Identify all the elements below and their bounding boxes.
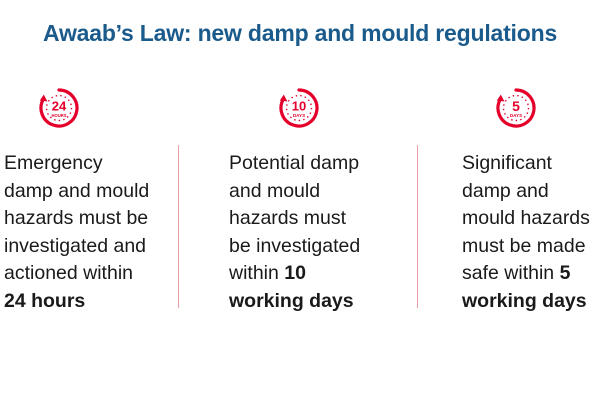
text-line: Emergency <box>4 152 103 174</box>
text-line: investigated and <box>4 234 147 257</box>
column-divider <box>178 145 179 308</box>
text-line: Potential damp <box>229 152 360 174</box>
text-line: damp and mould <box>4 179 150 202</box>
deadline-bold-line: working days <box>229 289 354 312</box>
column-text: Significant damp and mould hazards must … <box>462 150 590 315</box>
deadline-bold: 24 hours <box>4 289 86 312</box>
text-line: actioned within <box>4 262 133 284</box>
calendar-5-days-icon: 5 DAYS <box>494 86 538 130</box>
icon-number: 24 <box>52 99 67 114</box>
clock-24-hours-icon: 24 HOURS <box>37 86 81 130</box>
icon-unit: DAYS <box>510 113 522 118</box>
text-line: and mould <box>229 179 321 202</box>
text-line: hazards must be <box>4 207 149 229</box>
deadline-bold: 10 <box>284 262 306 284</box>
column-text: Emergency damp and mould hazards must be… <box>4 150 149 315</box>
text-line: safe within 5 <box>462 260 590 288</box>
page-title: Awaab’s Law: new damp and mould regulati… <box>42 20 558 46</box>
text-line: within 10 <box>229 260 360 288</box>
column-divider <box>417 145 418 308</box>
text-line: Significant <box>462 152 552 174</box>
deadline-regular: within <box>229 262 285 284</box>
icon-number: 10 <box>292 99 306 114</box>
text-line: mould hazards <box>462 207 590 229</box>
column-text: Potential damp and mould hazards must be… <box>229 150 360 315</box>
text-line: hazards must <box>229 207 347 229</box>
calendar-10-days-icon: 10 DAYS <box>277 86 321 130</box>
deadline-regular: safe within <box>462 262 560 284</box>
icon-unit: DAYS <box>293 113 305 118</box>
deadline-bold: 5 <box>559 262 571 284</box>
icon-number: 5 <box>512 98 520 114</box>
text-line: be investigated <box>229 234 361 257</box>
deadline-bold-line: working days <box>462 289 587 312</box>
text-line: damp and <box>462 179 549 202</box>
text-line: must be made <box>462 234 586 257</box>
icon-unit: HOURS <box>51 113 66 118</box>
